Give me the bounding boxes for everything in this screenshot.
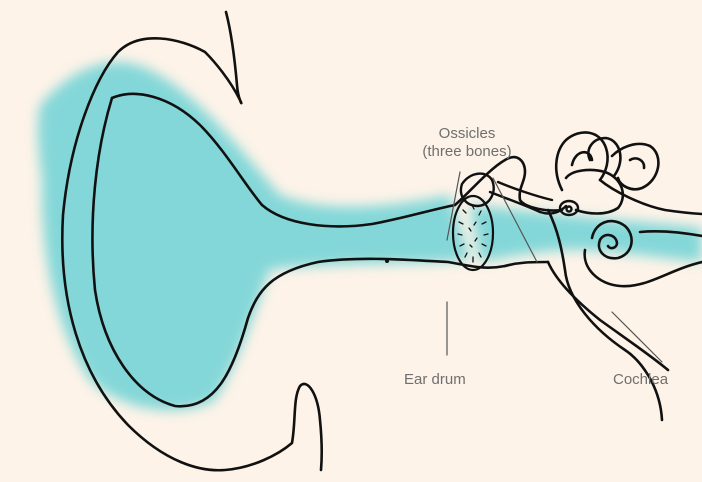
ear-drum-label: Ear drum: [404, 371, 466, 389]
ossicles-label: Ossicles (three bones): [405, 125, 529, 161]
cochlea-leader: [612, 312, 662, 362]
ossicles-label-line2: (three bones): [405, 143, 529, 161]
canal-speck: [385, 259, 389, 263]
cochlea-label: Cochlea: [613, 371, 668, 389]
ossicles-label-line1: Ossicles: [405, 125, 529, 143]
